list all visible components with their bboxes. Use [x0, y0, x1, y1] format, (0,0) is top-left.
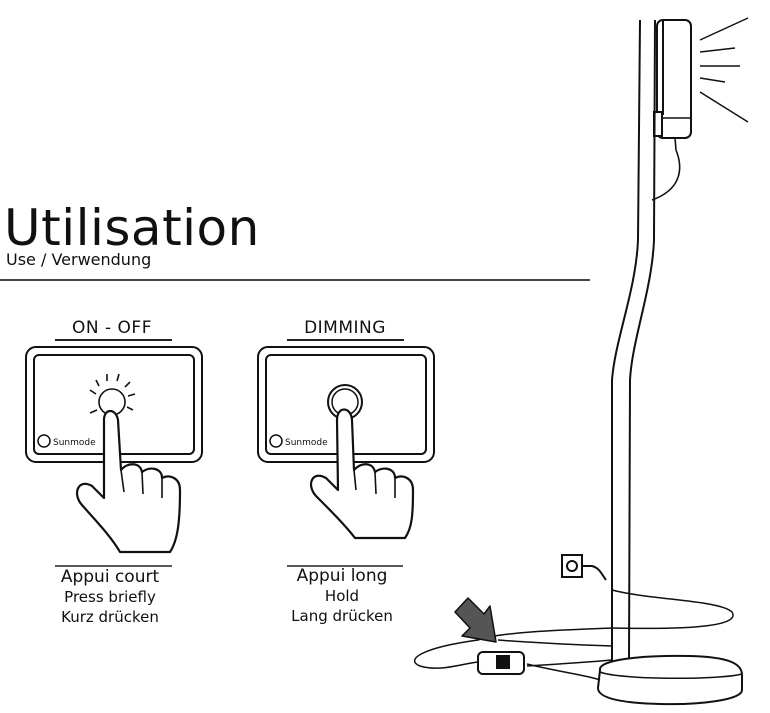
on-off-caption-en: Press briefly	[64, 588, 156, 606]
on-off-label-underline	[55, 339, 172, 341]
dimming-caption-fr: Appui long	[296, 566, 388, 586]
dimming-brand: Sunmode	[285, 438, 328, 448]
title-divider	[0, 279, 590, 281]
brand-logo-icon	[269, 434, 283, 448]
dimming-remote-panel: Sunmode	[257, 346, 435, 540]
inline-dimmer-switch	[477, 651, 525, 675]
dimming-caption: Appui long Hold Lang drücken	[262, 566, 422, 626]
holding-hand-icon	[309, 408, 415, 540]
on-off-caption-de: Kurz drücken	[61, 608, 159, 626]
power-plug	[561, 554, 607, 581]
power-cables	[413, 589, 734, 681]
page-subtitle: Use / Verwendung	[6, 250, 152, 269]
pointing-arrow-icon	[454, 597, 497, 643]
light-rays-icon	[699, 17, 749, 123]
lamp-base	[596, 654, 743, 706]
brand-logo-icon	[37, 434, 51, 448]
pressing-hand-icon	[75, 409, 182, 554]
lamp-pole	[611, 19, 656, 663]
floor-lamp	[596, 17, 749, 706]
on-off-caption: Appui court Press briefly Kurz drücken	[30, 567, 190, 627]
dimming-caption-en: Hold	[324, 587, 360, 605]
on-off-remote-panel: Sunmode	[25, 346, 203, 554]
on-off-label: ON - OFF	[72, 318, 152, 338]
dimming-label-underline	[287, 339, 404, 341]
on-off-caption-fr: Appui court	[60, 567, 160, 587]
page-title: Utilisation	[4, 199, 260, 257]
on-off-brand: Sunmode	[53, 438, 96, 448]
lamp-head	[656, 19, 692, 139]
dimming-label: DIMMING	[304, 318, 386, 338]
dimming-caption-de: Lang drücken	[291, 607, 393, 625]
